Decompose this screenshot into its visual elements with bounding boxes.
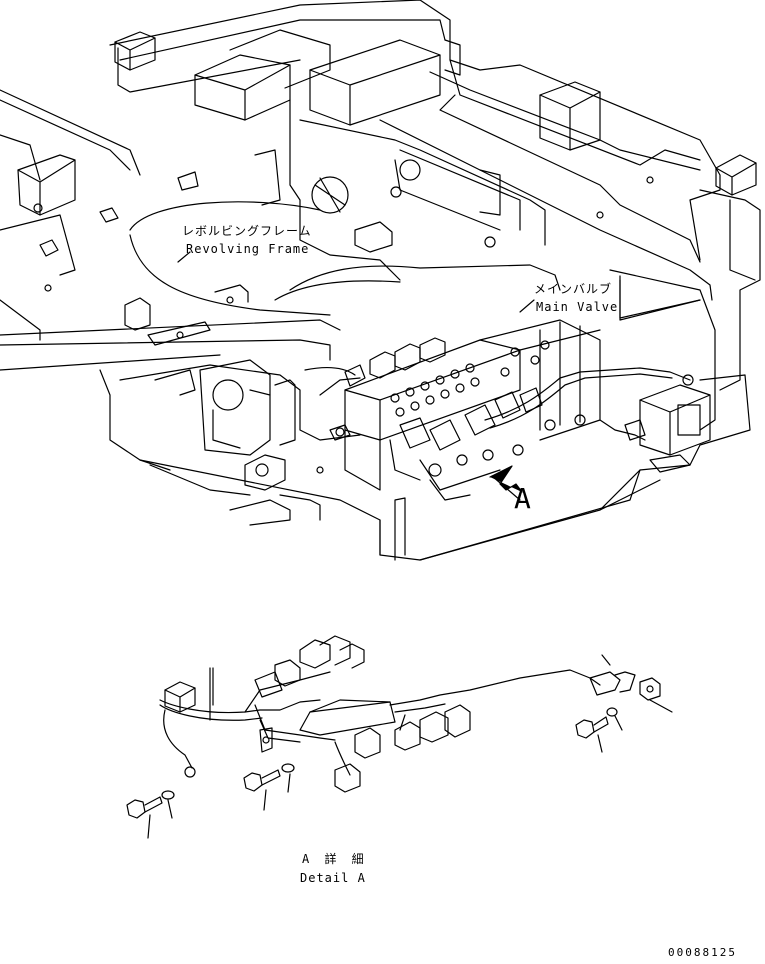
detail-title-jp: A 詳 細 (302, 852, 368, 866)
revolving-frame (0, 0, 760, 560)
detail-marker-label: A (514, 482, 531, 515)
main-valve-label-jp: メインバルブ (534, 282, 613, 296)
drawing-number: 00088125 (668, 946, 737, 959)
valve-spool-holes (391, 341, 549, 416)
upper-leader-lines (178, 252, 700, 318)
solenoid-block (625, 375, 710, 472)
main-valve-label-en: Main Valve (536, 300, 619, 314)
revolving-frame-label-jp: レボルビングフレーム (182, 224, 312, 238)
upper-misc-parts (40, 150, 280, 345)
upper-wire-harness (305, 368, 690, 440)
revolving-frame-label-en: Revolving Frame (186, 242, 310, 256)
detail-a-arrow (490, 466, 522, 500)
main-valve (330, 320, 600, 500)
detail-title-en: Detail A (300, 871, 366, 885)
detail-a-fasteners (127, 700, 672, 838)
detail-a-harness (160, 636, 660, 792)
